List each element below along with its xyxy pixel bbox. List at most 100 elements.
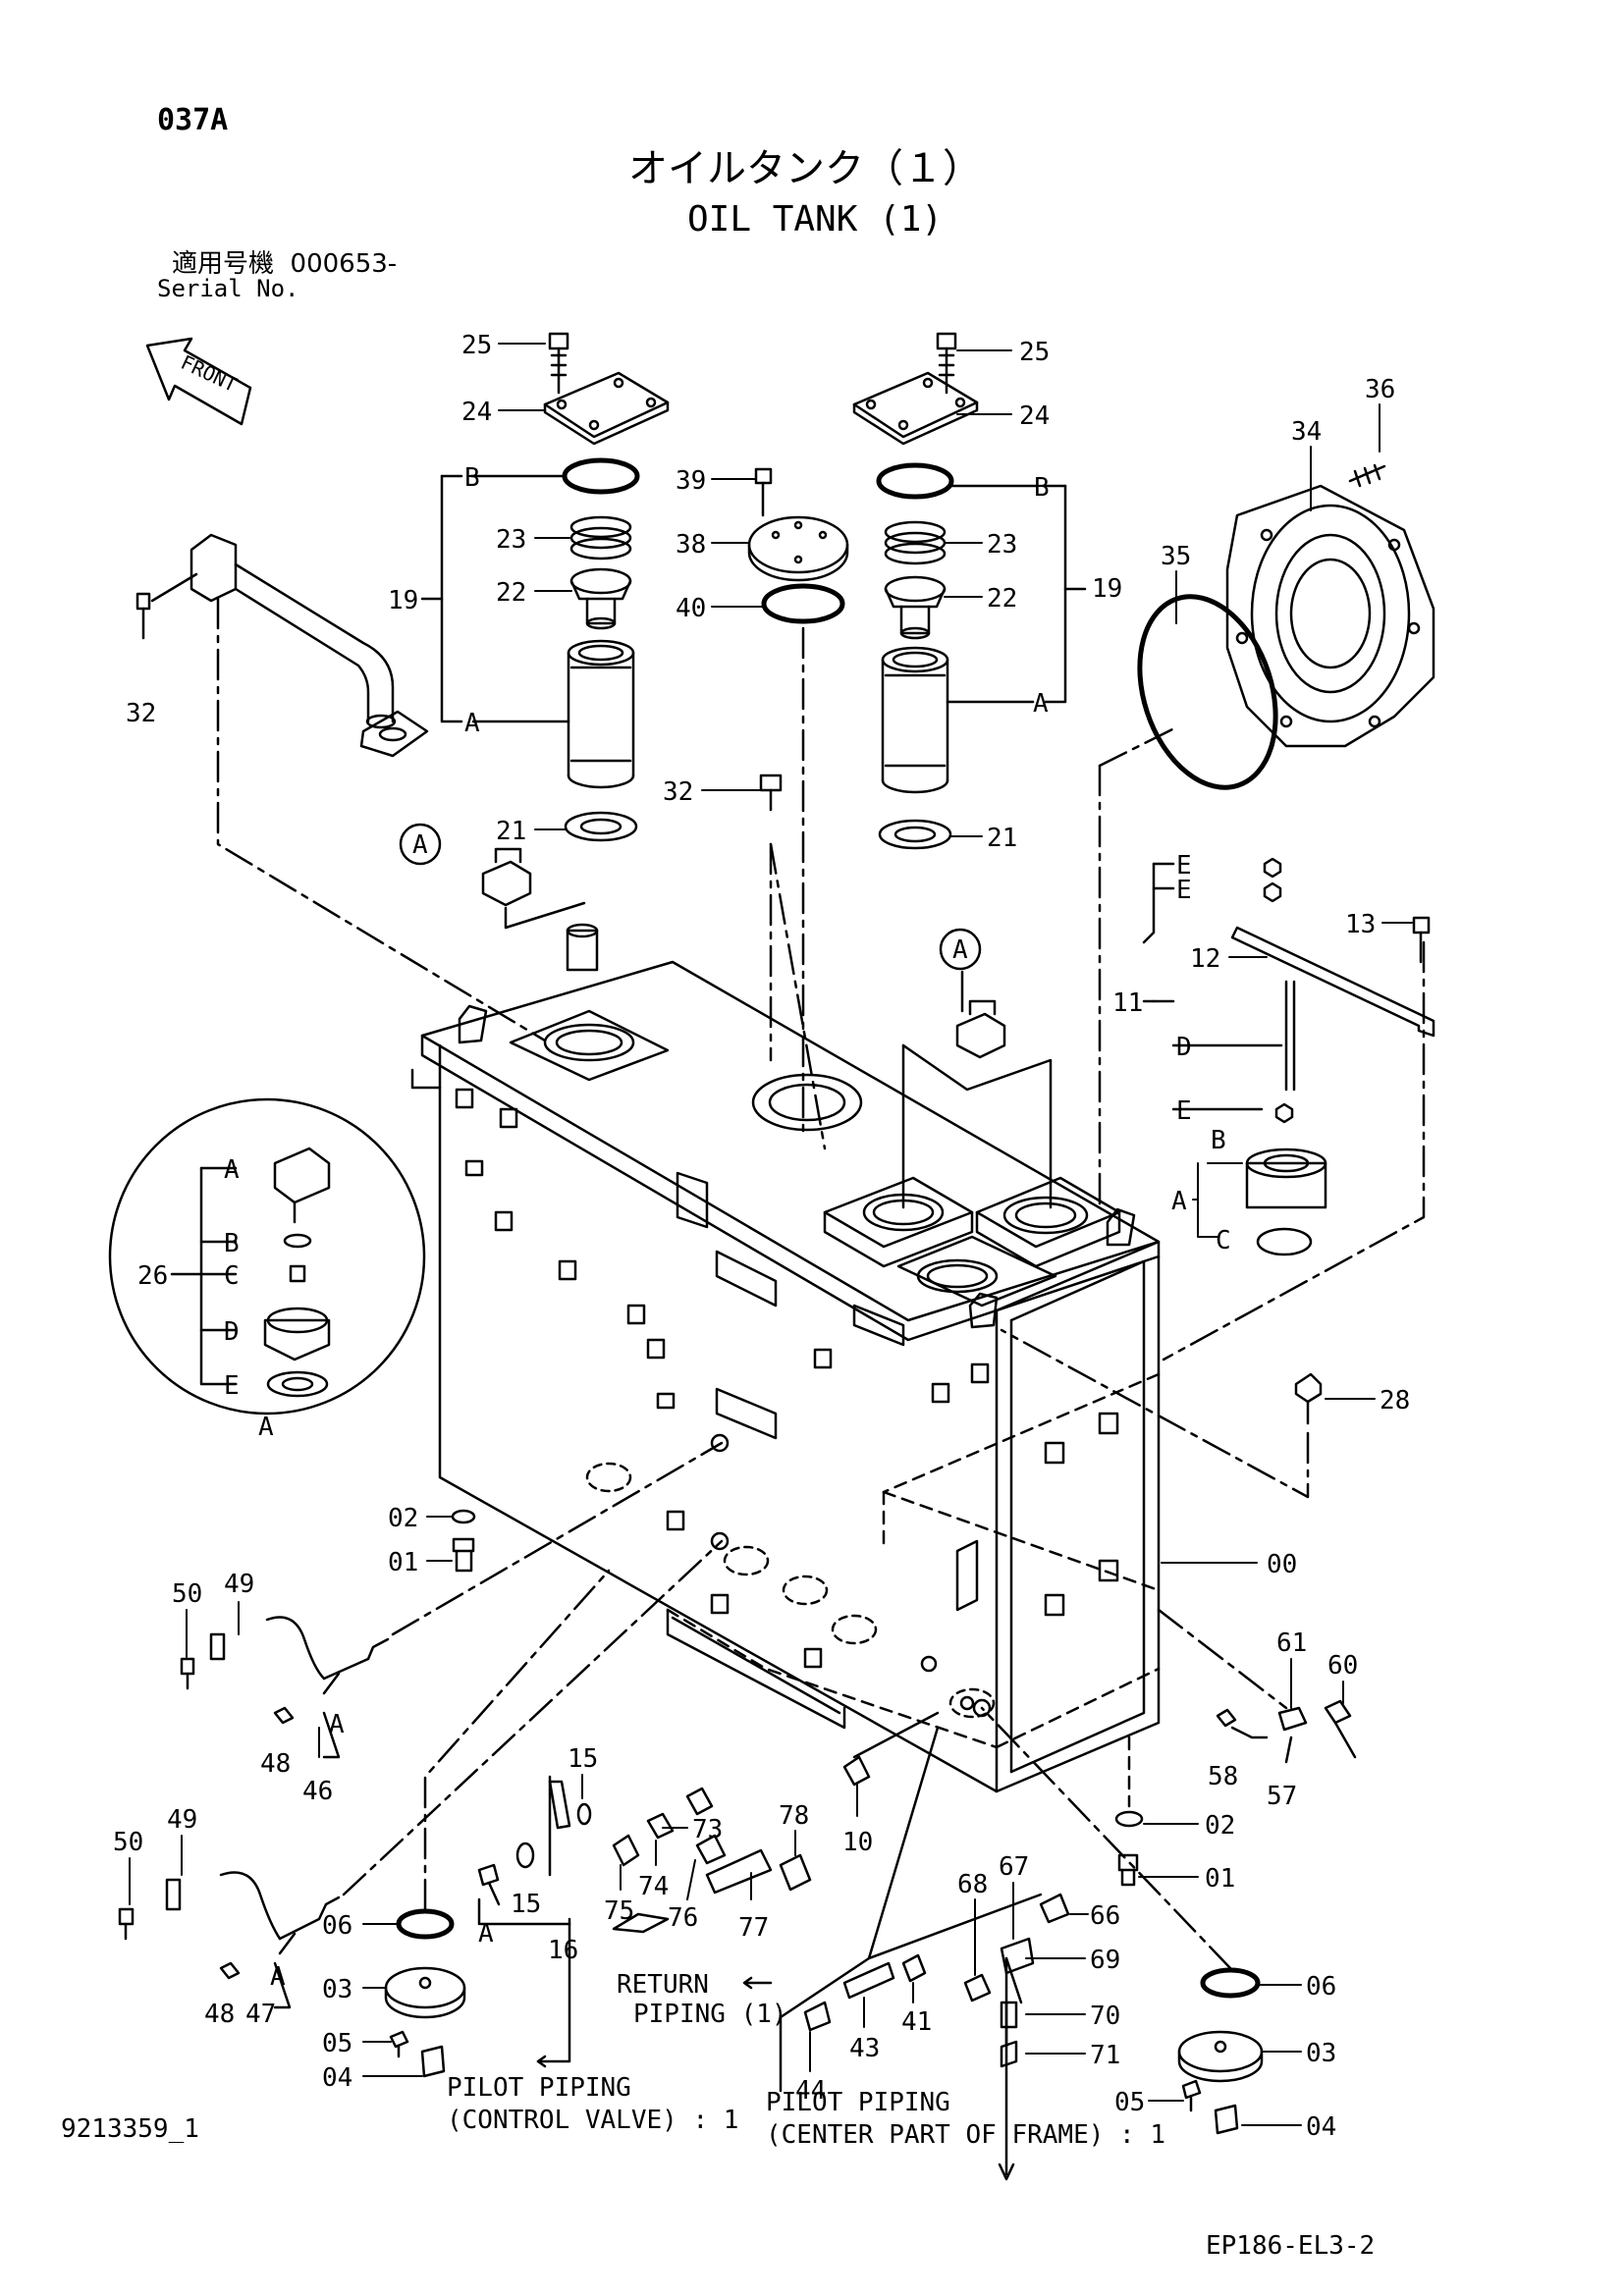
callout-57: 57 [1267, 1782, 1297, 1811]
callout-48-upper: 48 [260, 1749, 291, 1779]
callout-77: 77 [738, 1913, 769, 1943]
callout-47: 47 [245, 2000, 276, 2029]
callout-04-right: 04 [1306, 2112, 1336, 2142]
callout-60: 60 [1327, 1651, 1358, 1681]
callout-b-right: B [1034, 473, 1050, 503]
detail-circle-26 [108, 1097, 426, 1415]
callout-03-left: 03 [322, 1975, 352, 2004]
note-pilot-piping-frame-1: PILOT PIPING [766, 2088, 950, 2117]
callout-c-11: C [1216, 1226, 1231, 1255]
pilot-piping-fittings [477, 1711, 1070, 2181]
callout-28: 28 [1380, 1386, 1410, 1415]
callout-a-circle-right: A [952, 935, 968, 965]
callout-48-lower: 48 [204, 2000, 235, 2029]
wire-harness-upper [180, 1441, 724, 1759]
callout-26-a-bottom: A [258, 1413, 274, 1442]
callout-78: 78 [779, 1801, 809, 1831]
callout-49-upper: 49 [224, 1570, 254, 1599]
callout-26-d: D [224, 1317, 240, 1347]
callout-05-right: 05 [1114, 2088, 1145, 2117]
fitting-a-left [399, 823, 586, 930]
callout-12: 12 [1190, 944, 1220, 974]
callout-32-center: 32 [663, 777, 693, 807]
callout-46: 46 [302, 1777, 333, 1806]
callout-41: 41 [901, 2007, 932, 2037]
front-label: FRONT [178, 350, 242, 397]
callout-43: 43 [849, 2034, 880, 2063]
callout-58: 58 [1208, 1762, 1238, 1791]
callout-01-right: 01 [1205, 1864, 1235, 1894]
callout-06-left: 06 [322, 1911, 352, 1941]
callout-16: 16 [548, 1936, 578, 1965]
note-return-piping-2: PIPING (1) [633, 2000, 787, 2029]
callout-02-left: 02 [388, 1504, 418, 1533]
callout-23-right: 23 [987, 530, 1017, 560]
callout-26-e: E [224, 1371, 240, 1401]
right-side-fittings [1157, 1608, 1357, 1764]
callout-38: 38 [676, 530, 706, 560]
callout-23-left: 23 [496, 525, 526, 555]
callout-a-16: A [478, 1919, 494, 1949]
bolt-28 [1000, 1328, 1323, 1499]
callout-15-lower: 15 [511, 1890, 541, 1919]
note-pilot-piping-cv-2: (CONTROL VALVE) : 1 [447, 2106, 738, 2135]
callout-21-right: 21 [987, 824, 1017, 853]
callout-b-11: B [1211, 1126, 1226, 1155]
callout-44: 44 [795, 2076, 826, 2106]
left-filter-assembly [420, 332, 670, 842]
callout-40: 40 [676, 594, 706, 623]
callout-50-lower: 50 [113, 1828, 143, 1857]
callout-d: D [1176, 1033, 1192, 1062]
serial-label-english: Serial No. [157, 275, 299, 302]
callout-26: 26 [137, 1261, 168, 1291]
callout-25-left: 25 [461, 331, 492, 360]
tank-body [410, 923, 1161, 1793]
sheet-id: EP186-EL3-2 [1206, 2231, 1376, 2261]
title-japanese: オイルタンク（１） [628, 146, 982, 191]
callout-15-upper: 15 [568, 1744, 598, 1774]
callout-39: 39 [676, 466, 706, 496]
callout-71: 71 [1090, 2041, 1120, 2070]
title-english: OIL TANK (1) [687, 199, 944, 240]
callout-26-b: B [224, 1229, 240, 1258]
bolt-32-center [759, 774, 827, 1150]
callout-25-right: 25 [1019, 338, 1050, 367]
serial-value: 000653- [290, 249, 398, 279]
note-return-piping-1: RETURN [617, 1970, 709, 2000]
callout-11: 11 [1112, 988, 1143, 1018]
callout-34: 34 [1291, 417, 1322, 447]
note-pilot-piping-cv-1: PILOT PIPING [447, 2073, 631, 2103]
page-code: 037A [157, 103, 229, 137]
callout-10: 10 [842, 1828, 873, 1857]
callout-13: 13 [1345, 910, 1376, 939]
callout-a-left: A [464, 709, 480, 738]
callout-24-left: 24 [461, 398, 492, 427]
drain-plug-left [451, 1509, 476, 1573]
callout-36: 36 [1365, 375, 1395, 404]
breather-assembly [1142, 857, 1435, 1362]
callout-22-left: 22 [496, 578, 526, 608]
callout-35: 35 [1161, 542, 1191, 571]
callout-e3: E [1176, 1096, 1192, 1126]
serial-label-jp: 適用号機 [172, 249, 275, 279]
callout-03-right: 03 [1306, 2039, 1336, 2068]
callout-73: 73 [692, 1815, 723, 1844]
callout-24-right: 24 [1019, 401, 1050, 431]
callout-32-left: 32 [126, 699, 156, 728]
callout-68: 68 [957, 1870, 988, 1899]
callout-01-left: 01 [388, 1548, 418, 1577]
callout-04-left: 04 [322, 2063, 352, 2093]
flange-cover-assembly [1098, 463, 1435, 1209]
callout-a-right: A [1033, 689, 1049, 719]
right-filter-assembly [852, 332, 1087, 850]
callout-49-lower: 49 [167, 1805, 197, 1835]
callout-a-circle-left: A [412, 830, 428, 860]
center-cover-assembly [747, 467, 849, 1141]
callout-66: 66 [1090, 1901, 1120, 1931]
callout-19-left: 19 [388, 586, 418, 615]
callout-75: 75 [604, 1896, 634, 1926]
callout-19-right: 19 [1092, 574, 1122, 604]
callout-05-left: 05 [322, 2029, 352, 2058]
serial-label-japanese: 適用号機 000653- [172, 251, 397, 277]
